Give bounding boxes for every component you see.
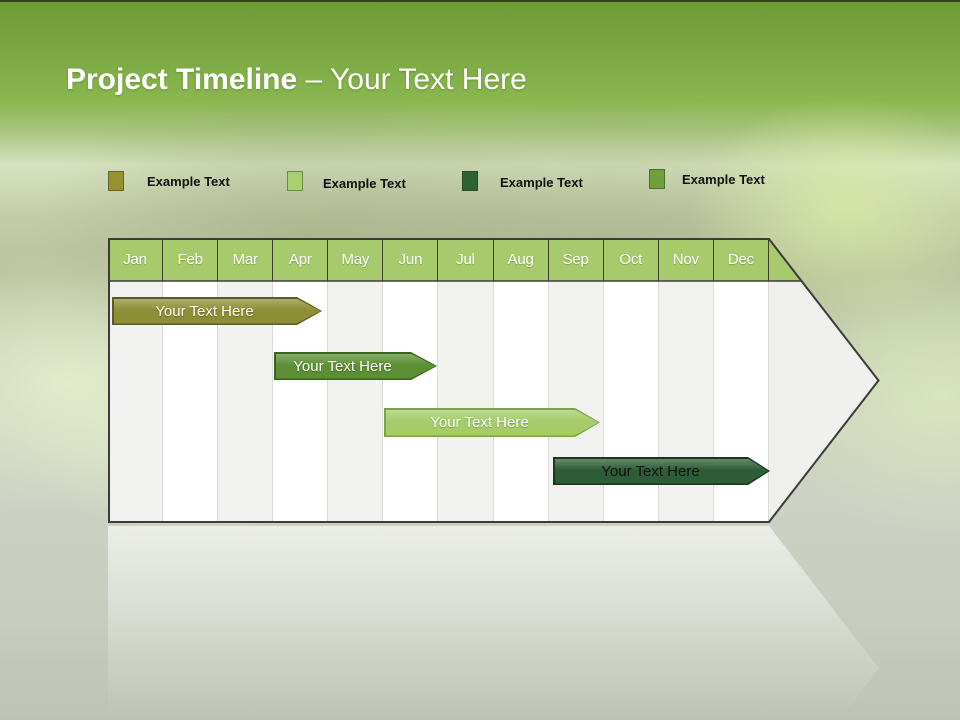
month-label: Nov <box>672 251 699 268</box>
timeline-bar-3: Your Text Here <box>384 408 600 437</box>
month-label: Sep <box>562 251 589 268</box>
timeline-chart: Jan Feb Mar Apr May Jun Jul Aug Sep Oct … <box>108 238 880 523</box>
timeline-bar-label: Your Text Here <box>293 357 392 375</box>
legend-label: Example Text <box>147 174 230 189</box>
month-header-cell: Sep <box>549 238 604 281</box>
legend-swatch-icon <box>462 171 478 191</box>
grid-column <box>383 281 439 523</box>
legend-label: Example Text <box>323 176 406 191</box>
month-header-cell: Nov <box>659 238 714 281</box>
month-header-cell: Oct <box>604 238 659 281</box>
grid-column <box>438 281 494 523</box>
month-header-cell: Jun <box>383 238 439 281</box>
page-title: Project Timeline – Your Text Here <box>66 60 527 100</box>
legend-label: Example Text <box>500 175 583 190</box>
title-suffix: – Your Text Here <box>305 63 527 96</box>
month-label: Apr <box>288 251 312 268</box>
timeline-bar-label: Your Text Here <box>430 414 529 431</box>
grid-column <box>493 281 549 523</box>
month-header-cell: Jan <box>108 238 164 281</box>
grid-column <box>713 281 769 523</box>
month-label: Jul <box>456 251 475 268</box>
month-label: Aug <box>507 251 534 268</box>
grid-column <box>548 281 604 523</box>
timeline-bar-2: Your Text Here <box>274 352 437 380</box>
month-header-cell: May <box>328 238 384 281</box>
legend-label: Example Text <box>682 172 765 187</box>
legend-swatch-icon <box>108 171 124 191</box>
month-header-cell: Aug <box>494 238 549 281</box>
chart-reflection <box>108 526 879 720</box>
timeline-bar-label: Your Text Here <box>601 462 700 480</box>
month-header-row: Jan Feb Mar Apr May Jun Jul Aug Sep Oct … <box>108 238 879 281</box>
month-label: Feb <box>177 251 203 268</box>
month-label: Jan <box>123 251 147 268</box>
top-edge-line <box>0 0 960 2</box>
grid-column <box>658 281 714 523</box>
month-header-cell: Jul <box>438 238 494 281</box>
month-header-cell: Apr <box>273 238 329 281</box>
timeline-bar-label: Your Text Here <box>155 302 254 320</box>
month-label: Dec <box>727 251 754 268</box>
timeline-bar-1: Your Text Here <box>112 297 322 325</box>
month-label: Jun <box>398 251 423 268</box>
month-header-cell: Feb <box>163 238 219 281</box>
month-header-cell: Dec <box>714 238 769 281</box>
month-label: May <box>341 251 370 268</box>
timeline-bar-4: Your Text Here <box>553 457 770 485</box>
month-label: Mar <box>232 251 258 268</box>
title-primary: Project Timeline <box>66 63 298 96</box>
grid-column <box>603 281 659 523</box>
month-label: Oct <box>619 251 643 268</box>
month-header-cell: Mar <box>218 238 274 281</box>
timeline-arrow-shape: Jan Feb Mar Apr May Jun Jul Aug Sep Oct … <box>108 238 879 523</box>
legend-swatch-icon <box>649 169 665 189</box>
legend-swatch-icon <box>287 171 303 191</box>
grid-column <box>328 281 384 523</box>
